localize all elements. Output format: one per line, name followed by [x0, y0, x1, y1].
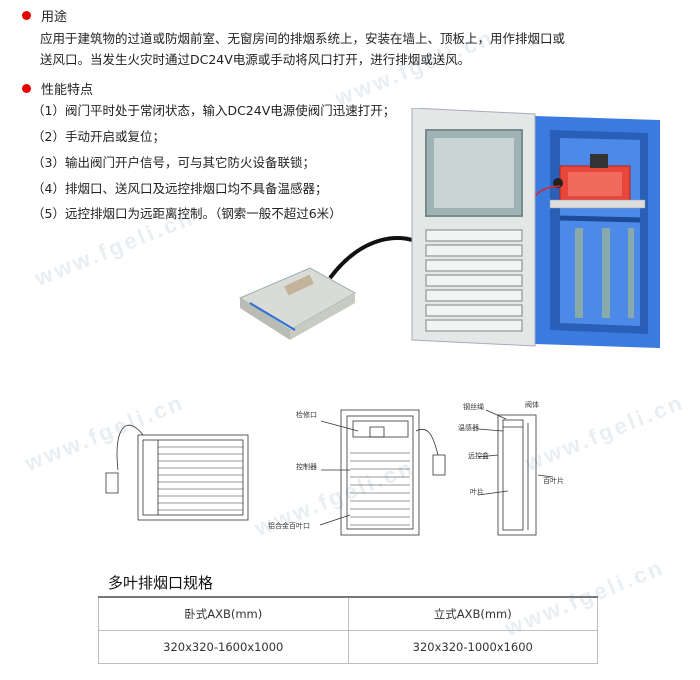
table-row: 卧式AXB(mm) 立式AXB(mm)	[98, 596, 598, 631]
label-blade: 叶片	[470, 487, 484, 496]
label-wire-rope: 钢丝绳	[463, 402, 484, 411]
label-louver: 铝合金百叶口	[268, 521, 310, 530]
feature-item: （3）输出阀门开户信号，可与其它防火设备联锁；	[32, 155, 315, 170]
horizontal-unit-drawing	[105, 424, 249, 521]
table-cell: 320x320-1600x1000	[98, 630, 349, 664]
feature-item: （2）手动开启或复位；	[32, 129, 165, 144]
table-header-horizontal: 卧式AXB(mm)	[98, 596, 349, 631]
label-valve-body: 阀体	[525, 400, 539, 409]
label-louver-blade: 百叶片	[543, 476, 564, 485]
table-cell: 320x320-1000x1600	[347, 630, 598, 664]
usage-heading: 用途	[22, 6, 67, 25]
label-remote-box: 远控盒	[468, 451, 489, 460]
features-heading: 性能特点	[22, 79, 93, 98]
actuator	[549, 154, 646, 209]
feature-item: （1）阀门平时处于常闭状态，输入DC24V电源使阀门迅速打开；	[32, 103, 396, 118]
product-photo	[238, 108, 660, 348]
feature-item: （4）排烟口、送风口及远控排烟口均不具备温感器；	[32, 181, 328, 196]
remote-control-box	[238, 267, 357, 340]
table-header-vertical: 立式AXB(mm)	[347, 596, 598, 631]
feature-item: （5）远控排烟口为远距离控制。（钢索一般不超过6米）	[32, 206, 342, 221]
louver-panel	[411, 108, 536, 347]
side-section-drawing	[415, 409, 554, 536]
label-temp-sensor: 温感器	[458, 423, 479, 432]
technical-diagram: 检修口 控制器 铝合金百叶口 钢丝绳 阀体 温感器 远控盒 叶片 百叶片	[105, 400, 564, 536]
table-row: 320x320-1600x1000 320x320-1000x1600	[98, 630, 598, 664]
valve-body	[535, 116, 660, 348]
vertical-unit-drawing	[319, 409, 420, 536]
bullet-icon	[22, 11, 31, 20]
spec-table: 卧式AXB(mm) 立式AXB(mm) 320x320-1600x1000 32…	[98, 596, 598, 664]
spec-title: 多叶排烟口规格	[108, 574, 214, 592]
usage-text: 应用于建筑物的过道或防烟前室、无窗房间的排烟系统上，安装在墙上、顶板上，用作排烟…	[40, 31, 566, 67]
label-controller: 控制器	[296, 462, 317, 471]
bullet-icon	[22, 84, 31, 93]
label-inspection-port: 检修口	[296, 410, 317, 419]
